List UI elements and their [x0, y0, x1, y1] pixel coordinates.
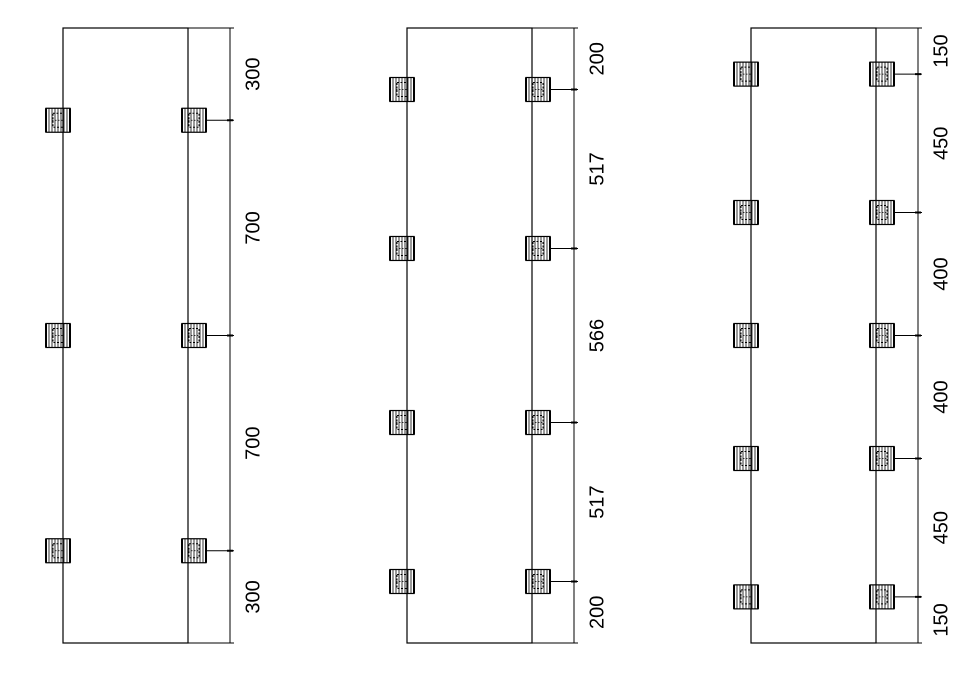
hinge-core [52, 543, 64, 559]
door-outline [406, 27, 533, 644]
hinge-core [396, 82, 408, 97]
hinge-core [188, 112, 200, 128]
hinge-icon-left [45, 322, 71, 349]
hinge-icon-left [733, 322, 759, 349]
hinge-icon-left [389, 568, 415, 595]
hinge-icon-left [733, 61, 759, 87]
hinge-icon-right [525, 409, 551, 436]
hinge-icon-right [869, 445, 895, 472]
hinge-icon-left [733, 584, 759, 610]
dimension-label: 200 [586, 596, 608, 629]
hinge-icon-left [389, 235, 415, 262]
hinge-icon-left [733, 445, 759, 472]
hinge-icon-left [45, 107, 71, 133]
door-outline [62, 27, 189, 644]
door-panel-2: 200 517 566 517 200 [389, 27, 608, 644]
dimension-label: 300 [242, 57, 264, 90]
hinge-icon-right [869, 584, 895, 610]
door-panel-3: 150 450 400 400 450 150 [733, 27, 952, 644]
hinge-icon-left [45, 538, 71, 564]
hinge-icon-right [525, 76, 551, 103]
hinge-icon-left [389, 409, 415, 436]
dimension-label: 400 [930, 380, 952, 413]
dimension-label: 566 [586, 319, 608, 352]
hinge-icon-right [181, 538, 207, 564]
hinge-core [740, 589, 752, 605]
hinge-core [532, 82, 544, 97]
dimension-label: 517 [586, 152, 608, 185]
hinge-core [532, 415, 544, 431]
dimension-label: 700 [242, 211, 264, 244]
hinge-core [876, 589, 888, 605]
hinge-core [876, 66, 888, 82]
dimension-label: 200 [586, 42, 608, 75]
hinge-core [188, 328, 200, 343]
hinge-icon-left [733, 199, 759, 226]
hinge-icon-right [869, 322, 895, 349]
hinge-core [740, 205, 752, 220]
hinge-icon-right [525, 568, 551, 595]
hinge-icon-right [181, 107, 207, 133]
hinge-core [532, 574, 544, 589]
hinge-core [52, 112, 64, 128]
hinge-core [740, 66, 752, 82]
hinge-icon-right [181, 322, 207, 349]
dimension-label: 300 [242, 580, 264, 613]
dimension-label: 450 [930, 127, 952, 160]
hinge-core [396, 240, 408, 256]
hinge-icon-left [389, 76, 415, 103]
hinge-icon-right [869, 61, 895, 87]
dimension-label: 150 [930, 34, 952, 67]
hinge-core [396, 574, 408, 589]
hinge-core [740, 451, 752, 466]
hinge-core [740, 328, 752, 343]
dimension-label: 700 [242, 426, 264, 459]
dimension-label: 400 [930, 257, 952, 290]
hinge-core [396, 415, 408, 431]
hinge-core [52, 328, 64, 343]
hinge-icon-right [525, 235, 551, 262]
dimension-label: 517 [586, 485, 608, 518]
hinge-core [876, 328, 888, 343]
door-outline [750, 27, 877, 644]
hinge-icon-right [869, 199, 895, 226]
hinge-core [876, 205, 888, 220]
hinge-core [876, 451, 888, 466]
dimension-label: 150 [930, 603, 952, 636]
dimension-label: 450 [930, 511, 952, 544]
hinge-core [532, 240, 544, 256]
hinge-core [188, 543, 200, 559]
door-panel-1: 300 700 700 300 [45, 27, 264, 644]
